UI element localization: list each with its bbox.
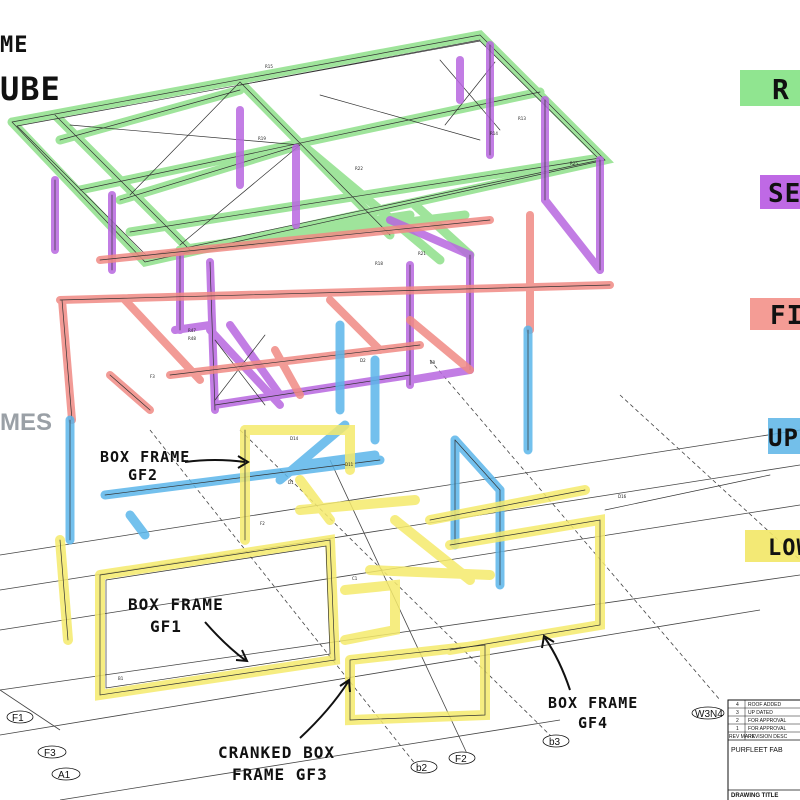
first-floor-red: [56, 211, 614, 424]
drawing-title-label: DRAWING TITLE: [731, 793, 778, 799]
legend-swatch-first: [750, 298, 800, 330]
rev-mark-header: REV MARK: [729, 734, 756, 740]
member-tag: R21: [418, 251, 426, 256]
grid-bubble-a1: [51, 767, 81, 781]
grid-label-f1: F1: [12, 713, 24, 724]
title-fragment-top: ME: [0, 33, 29, 58]
annotation-gf2-line1: BOX FRAME: [100, 448, 190, 466]
member-tag: F2: [260, 521, 265, 526]
grid-label-a1: A1: [58, 770, 71, 781]
annotation-gf1-line2: GF1: [150, 617, 182, 636]
project-name: PURFLEET FAB: [731, 747, 783, 754]
revision-mark: 4: [736, 702, 739, 708]
annotation-gf2-line2: GF2: [128, 466, 158, 484]
legend-label-upper: UP: [768, 424, 799, 452]
grid-label-w3n4: W3N4: [695, 709, 723, 720]
annotation-gf3-arrow: [299, 678, 351, 739]
grid-bubbles: [6, 706, 725, 781]
revision-desc-header: REVISION DESC: [748, 734, 788, 740]
revision-description: FOR APPROVAL: [748, 718, 786, 724]
revision-description: ROOF ADDED: [748, 702, 781, 708]
member-tag: D14: [290, 436, 299, 441]
grid-bubble-f2: [448, 751, 476, 765]
revision-mark: 1: [736, 726, 739, 732]
member-tag: E8: [430, 360, 436, 365]
grid-label-b3: b3: [549, 737, 561, 748]
legend-label-secondary: SE: [768, 179, 800, 209]
annotation-gf1-line1: BOX FRAME: [128, 595, 224, 614]
annotation-gf3-line1: CRANKED BOX: [218, 743, 335, 762]
member-tag: R18: [375, 261, 383, 266]
legend-swatch-roof: [740, 70, 800, 106]
title-fragment-left: MES: [0, 409, 52, 436]
handwritten-annotations: BOX FRAME GF2 BOX FRAME GF1 CRANKED BOX …: [100, 448, 638, 784]
lower-box-frames-yellow: [55, 425, 771, 726]
revision-description: FOR APPROVAL: [748, 726, 786, 732]
member-tag: F3: [150, 374, 155, 379]
member-tag: D11: [345, 462, 354, 467]
legend-swatch-lower: [745, 530, 800, 562]
annotation-gf3-line2: FRAME GF3: [232, 765, 328, 784]
member-tag: R25: [570, 161, 578, 166]
cropped-title-fragments: ME UBE MES: [0, 33, 61, 436]
annotation-gf2-arrow: [184, 455, 250, 469]
member-tag: R47: [188, 328, 196, 333]
annotation-gf4-line1: BOX FRAME: [548, 694, 638, 712]
member-tag: B1: [118, 676, 124, 681]
member-tag: R22: [355, 166, 363, 171]
title-block: 4 ROOF ADDED 3 UP DATED 2 FOR APPROVAL 1…: [727, 699, 800, 800]
legend-swatch-upper: [768, 418, 800, 454]
grid-bubble-b3: [542, 734, 570, 748]
grid-bubble-f3: [37, 745, 67, 759]
legend-label-roof: R: [772, 73, 790, 106]
revision-description: UP DATED: [748, 710, 773, 716]
legend-swatch-secondary: [760, 175, 800, 209]
legend-label-first: FI: [770, 301, 800, 331]
member-tag: R15: [265, 64, 273, 69]
member-tags: R15 R13 R19 R22 R25 R14 R18 R21 R47 R48 …: [118, 64, 627, 681]
member-tag: R14: [490, 131, 498, 136]
member-tag: C1: [352, 576, 358, 581]
annotation-gf4-line2: GF4: [578, 714, 608, 732]
member-tag: D16: [618, 494, 627, 499]
revision-mark: 3: [736, 710, 739, 716]
revision-mark: 2: [736, 718, 739, 724]
grid-bubble-labels: F1 F3 A1 b2 F2 b3 W3N4: [12, 709, 723, 781]
member-tag: D2: [360, 358, 366, 363]
grid-label-b2: b2: [416, 763, 428, 774]
color-legend: R SE FI UP LOW: [740, 70, 800, 562]
grid-bubble-w3n4: [691, 706, 725, 720]
grid-label-f2: F2: [455, 754, 467, 765]
grid-label-f3: F3: [44, 748, 56, 759]
annotation-gf1-arrow: [204, 621, 249, 663]
title-fragment-tube: UBE: [0, 70, 61, 108]
grid-bubble-f1: [6, 710, 34, 724]
member-tag: R13: [518, 116, 526, 121]
member-tag: R19: [258, 136, 266, 141]
member-tag: D1: [288, 480, 294, 485]
grid-bubble-b2: [410, 760, 438, 774]
annotation-gf4-arrow: [541, 634, 571, 691]
member-tag: R48: [188, 336, 196, 341]
roof-frame-green: [7, 30, 614, 267]
legend-label-lower: LOW: [768, 536, 800, 561]
